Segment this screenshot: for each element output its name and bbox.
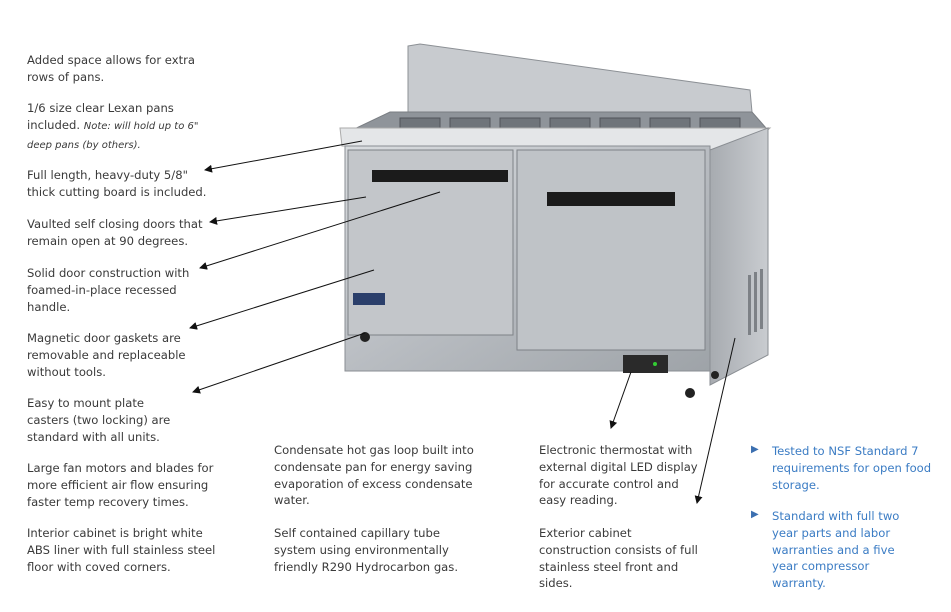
feature-text: Full length, heavy-duty 5/8" thick cutti… [27,168,207,199]
right-door [516,149,706,351]
callout-arrows [189,140,736,504]
cabinet-side [709,127,769,386]
right-handle [547,192,675,206]
feature-text: Self contained capillary tube system usi… [274,526,459,574]
highlight-text: Standard with full two year parts and la… [772,509,900,591]
feature-text: Vaulted self closing doors that remain o… [27,217,203,248]
highlight-text: Tested to NSF Standard 7 requirements fo… [772,444,932,492]
pans [399,117,741,129]
lid [407,43,753,113]
feature-text: Condensate hot gas loop built into conde… [274,443,474,508]
feature-text: Easy to mount plate casters (two locking… [27,396,171,444]
feature-text: Solid door construction with foamed-in-p… [27,266,190,314]
feature-text: Magnetic door gaskets are removable and … [27,331,186,379]
feature-text: Interior cabinet is bright white ABS lin… [27,526,216,574]
left-handle [372,170,508,182]
side-vents [748,269,763,335]
feature-text: Added space allows for extra rows of pan… [27,53,196,84]
logo-badge [353,293,385,305]
feature-text: Exterior cabinet construction consists o… [539,526,698,591]
control-panel [623,355,668,373]
triangle-right-icon: ▶ [751,509,759,520]
triangle-right-icon: ▶ [751,444,759,455]
feature-text: Electronic thermostat with external digi… [539,443,698,508]
casters [360,332,719,398]
feature-text: 1/6 size clear Lexan pans included. [27,101,174,132]
feature-text: Large fan motors and blades for more eff… [27,461,214,509]
feature-note: Note: will hold up to 6" deep pans (by o… [27,120,199,151]
feature-lexan-pans: 1/6 size clear Lexan pans included. Note… [27,100,217,154]
